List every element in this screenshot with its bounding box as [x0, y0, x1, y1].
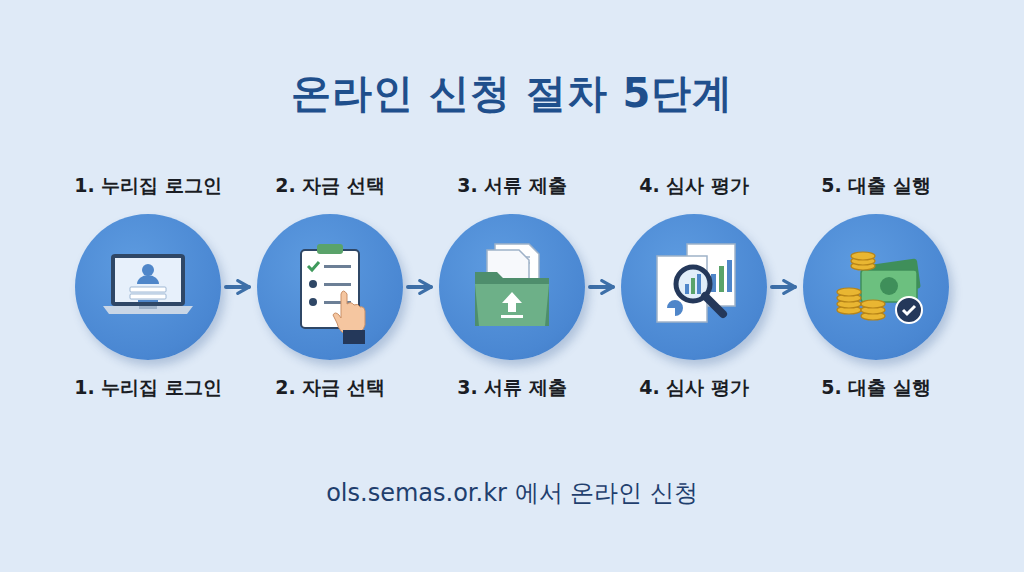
step-circle: [75, 214, 221, 360]
step-label: 5. 대출 실행: [788, 374, 964, 400]
flow-arrow: [226, 285, 249, 289]
step-icon: [439, 214, 585, 360]
flow-arrow: [590, 285, 613, 289]
step-label: 1. 누리집 로그인: [60, 172, 236, 198]
step-label: 3. 서류 제출: [424, 172, 600, 198]
step-label: 1. 누리집 로그인: [60, 374, 236, 400]
flow-arrow: [408, 285, 431, 289]
step-icon: [257, 214, 403, 360]
step-label: 2. 자금 선택: [242, 374, 418, 400]
step-icon: [803, 214, 949, 360]
diagram-title: 온라인 신청 절차 5단계: [0, 66, 1024, 121]
step-label: 4. 심사 평가: [606, 374, 782, 400]
step-icon: [75, 214, 221, 360]
step-icon: [621, 214, 767, 360]
step-label: 4. 심사 평가: [606, 172, 782, 198]
step-node: 5. 대출 실행 5. 대출 실행: [788, 172, 964, 404]
step-node: 4. 심사 평가 4. 심사 평가: [606, 172, 782, 404]
step-node: 2. 자금 선택 2. 자금 선택: [242, 172, 418, 404]
step-label: 5. 대출 실행: [788, 172, 964, 198]
step-circle: [621, 214, 767, 360]
step-circle: [803, 214, 949, 360]
step-label: 3. 서류 제출: [424, 374, 600, 400]
step-node: 3. 서류 제출 3. 서류 제출: [424, 172, 600, 404]
step-circle: [257, 214, 403, 360]
flow-arrow: [772, 285, 795, 289]
step-label: 2. 자금 선택: [242, 172, 418, 198]
diagram-caption: ols.semas.or.kr 에서 온라인 신청: [0, 477, 1024, 509]
step-node: 1. 누리집 로그인 1. 누리집 로그인: [60, 172, 236, 404]
step-circle: [439, 214, 585, 360]
